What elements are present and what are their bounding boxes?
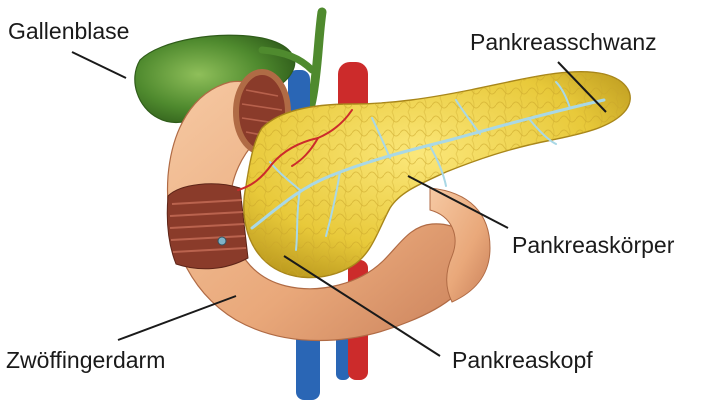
papilla (218, 237, 226, 245)
label-duodenum: Zwöffingerdarm (6, 349, 165, 372)
label-gallbladder: Gallenblase (8, 20, 129, 43)
label-pancreas-body: Pankreaskörper (512, 234, 674, 257)
label-pancreas-tail: Pankreasschwanz (470, 31, 657, 54)
leader-gallbladder (72, 52, 126, 78)
leader-duodenum (118, 296, 236, 340)
label-pancreas-head: Pankreaskopf (452, 349, 593, 372)
